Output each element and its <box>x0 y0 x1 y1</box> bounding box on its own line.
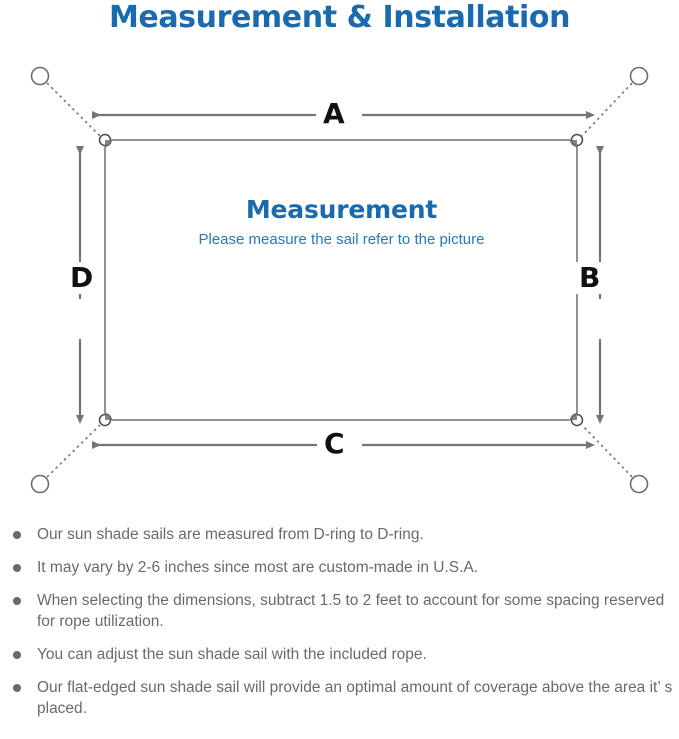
d-ring-wedge-top-right <box>570 140 577 147</box>
note-text: When selecting the dimensions, subtract … <box>37 592 665 630</box>
shade-sail-body <box>104 139 578 421</box>
note-text: You can adjust the sun shade sail with t… <box>37 646 427 663</box>
d-ring-wedge-bottom-left <box>105 413 112 420</box>
dimension-label-b: B <box>572 262 608 294</box>
rope-top-left <box>46 82 101 137</box>
d-ring-wedge-bottom-right <box>570 413 577 420</box>
dimension-label-a: A <box>316 98 352 130</box>
note-text: It may vary by 2-6 inches since most are… <box>37 559 479 576</box>
page-title: Measurement & Installation <box>108 0 571 35</box>
bullet-icon <box>13 564 21 572</box>
notes-list: Our sun shade sails are measured from D-… <box>10 524 675 719</box>
sail-measurement-diagram <box>0 44 679 514</box>
dimension-label-c: C <box>317 428 352 460</box>
list-item: Our sun shade sails are measured from D-… <box>10 524 675 545</box>
dimension-arrows <box>76 111 604 449</box>
list-item: When selecting the dimensions, subtract … <box>10 590 675 632</box>
dimension-label-d: D <box>63 262 101 294</box>
bullet-icon <box>13 684 21 692</box>
anchor-point-top-left-icon <box>30 66 50 86</box>
anchor-point-bottom-right-icon <box>629 474 649 494</box>
list-item: You can adjust the sun shade sail with t… <box>10 644 675 665</box>
rope-bottom-left <box>46 424 101 478</box>
note-text: Our flat-edged sun shade sail will provi… <box>37 679 673 717</box>
d-ring-wedge-top-left <box>105 140 112 147</box>
bullet-icon <box>13 597 21 605</box>
anchor-point-bottom-left-icon <box>30 474 50 494</box>
bullet-icon <box>13 651 21 659</box>
anchor-point-icons <box>30 66 649 494</box>
anchor-point-top-right-icon <box>629 66 649 86</box>
bullet-icon <box>13 531 21 539</box>
list-item: It may vary by 2-6 inches since most are… <box>10 557 675 578</box>
d-ring-wedges <box>105 140 577 420</box>
rope-top-right <box>581 82 633 137</box>
rope-lines <box>46 82 633 478</box>
note-text: Our sun shade sails are measured from D-… <box>37 526 424 543</box>
rope-bottom-right <box>581 424 633 478</box>
list-item: Our flat-edged sun shade sail will provi… <box>10 677 675 719</box>
